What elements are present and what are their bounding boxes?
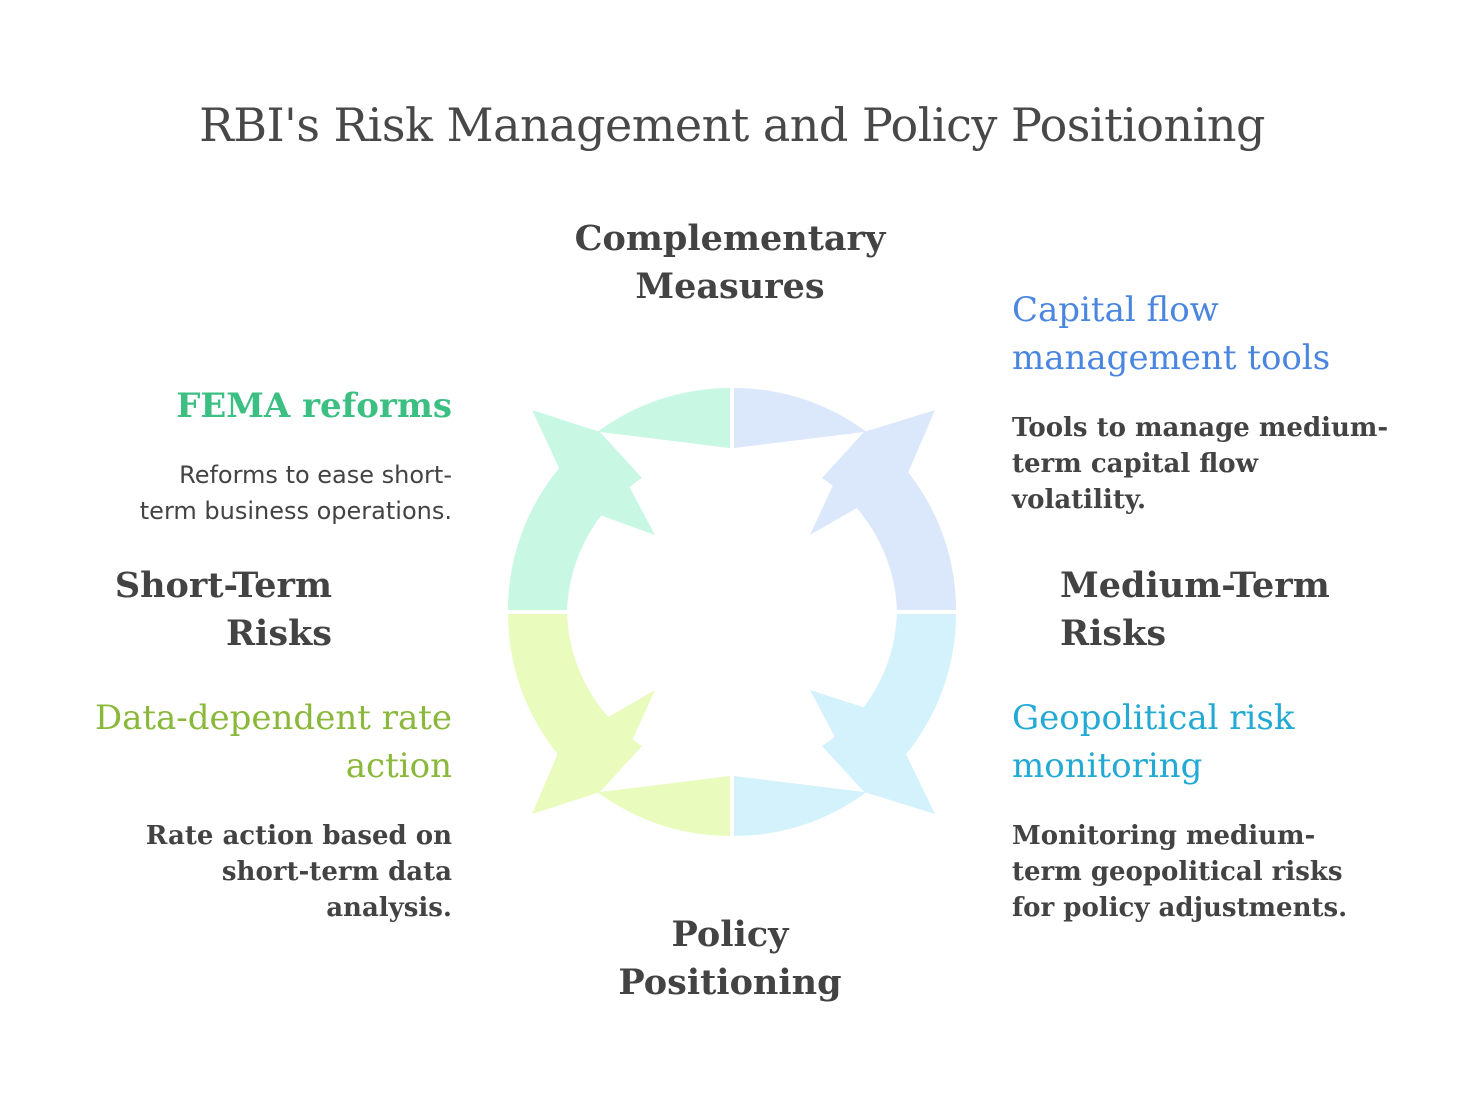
quadrant-top-left-arrowhead bbox=[532, 410, 655, 535]
fema-description: Reforms to ease short-term business oper… bbox=[139, 461, 452, 525]
quadrant-bottom-right-arrowhead bbox=[810, 690, 935, 814]
geopolitical-description: Monitoring medium-term geopolitical risk… bbox=[1012, 821, 1348, 923]
quadrant-top-right-arrow bbox=[734, 388, 956, 610]
quadrant-bottom-left-arrowhead bbox=[532, 690, 655, 814]
quadrant-top-right-arrowhead bbox=[810, 410, 935, 535]
quadrant-bottom-right-arrow bbox=[734, 614, 956, 836]
fema-title: FEMA reforms bbox=[176, 386, 452, 426]
capital-flow-description: Tools to manage medium-term capital flow… bbox=[1012, 413, 1389, 515]
diagram-title: RBI's Risk Management and Policy Positio… bbox=[199, 98, 1265, 152]
quadrant-bottom-left-arrow bbox=[508, 614, 730, 836]
quadrant-top-left-arrow bbox=[508, 388, 730, 610]
